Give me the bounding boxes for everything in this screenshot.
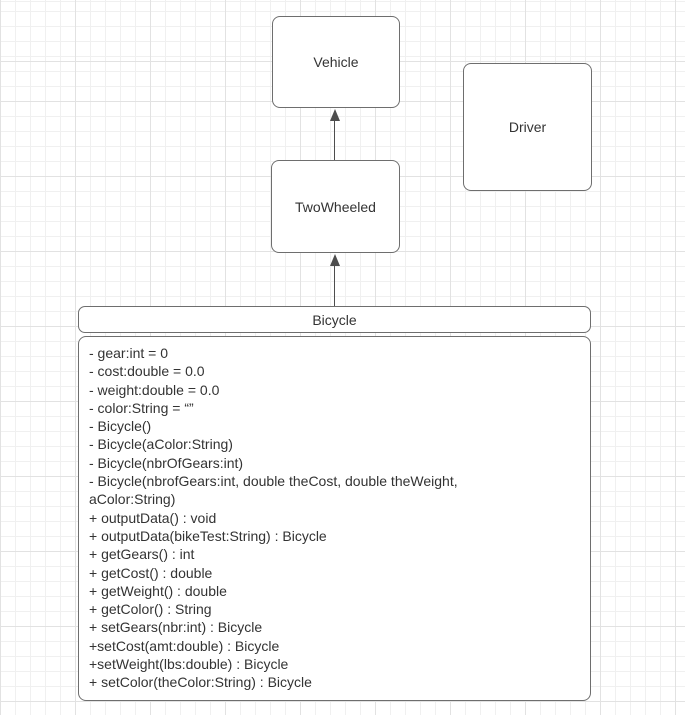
class-twowheeled-title: TwoWheeled (295, 198, 376, 215)
class-member-line: + getGears() : int (89, 546, 195, 563)
class-member-line: - gear:int = 0 (89, 345, 168, 361)
class-member-line: - Bicycle() (89, 418, 152, 435)
inheritance-arrow-bicycle-to-twowheeled[interactable] (330, 254, 340, 306)
arrow-shaft (334, 120, 335, 160)
inheritance-arrow-twowheeled-to-vehicle[interactable] (330, 109, 340, 160)
class-member-line: + setGears(nbr:int) : Bicycle (89, 619, 263, 636)
class-member-line: - cost:double = 0.0 (89, 363, 205, 380)
class-member-line: + setColor(theColor:String) : Bicycle (89, 674, 312, 691)
class-node-driver[interactable]: Driver (463, 63, 592, 191)
class-member-line: + getWeight() : double (89, 582, 227, 599)
class-vehicle-title: Vehicle (313, 54, 359, 70)
class-bicycle-title-bar[interactable]: Bicycle (78, 306, 591, 333)
class-member-line: - color:String = “” (89, 399, 194, 416)
arrowhead-up-icon (330, 109, 340, 121)
class-member-line: + outputData() : void (89, 509, 217, 526)
class-member-line: + getColor() : String (89, 601, 212, 618)
class-bicycle-members-box[interactable]: - gear:int = 0 - cost:double = 0.0- weigh… (78, 336, 591, 701)
class-member-line: +setCost(amt:double) : Bicycle (89, 637, 280, 654)
class-member-line: +setWeight(lbs:double) : Bicycle (89, 656, 289, 673)
arrow-shaft (334, 265, 335, 306)
class-member-line: - Bicycle(nbrOfGears:int) (89, 454, 244, 471)
class-driver-title: Driver (508, 119, 547, 135)
class-member-line: - weight:double = 0.0 (89, 381, 220, 398)
class-member-line: + getCost() : double (89, 564, 213, 581)
class-member-line: - Bicycle(aColor:String) (89, 436, 233, 453)
class-bicycle-title: Bicycle (312, 311, 357, 328)
class-member-line: + outputData(bikeTest:String) : Bicycle (89, 527, 327, 544)
class-node-vehicle[interactable]: Vehicle (272, 16, 400, 108)
class-member-line: aColor:String) (89, 491, 176, 508)
class-member-line: - Bicycle(nbrofGears:int, double theCost… (89, 473, 458, 490)
arrowhead-up-icon (330, 254, 340, 266)
class-node-twowheeled[interactable]: TwoWheeled (271, 160, 400, 253)
